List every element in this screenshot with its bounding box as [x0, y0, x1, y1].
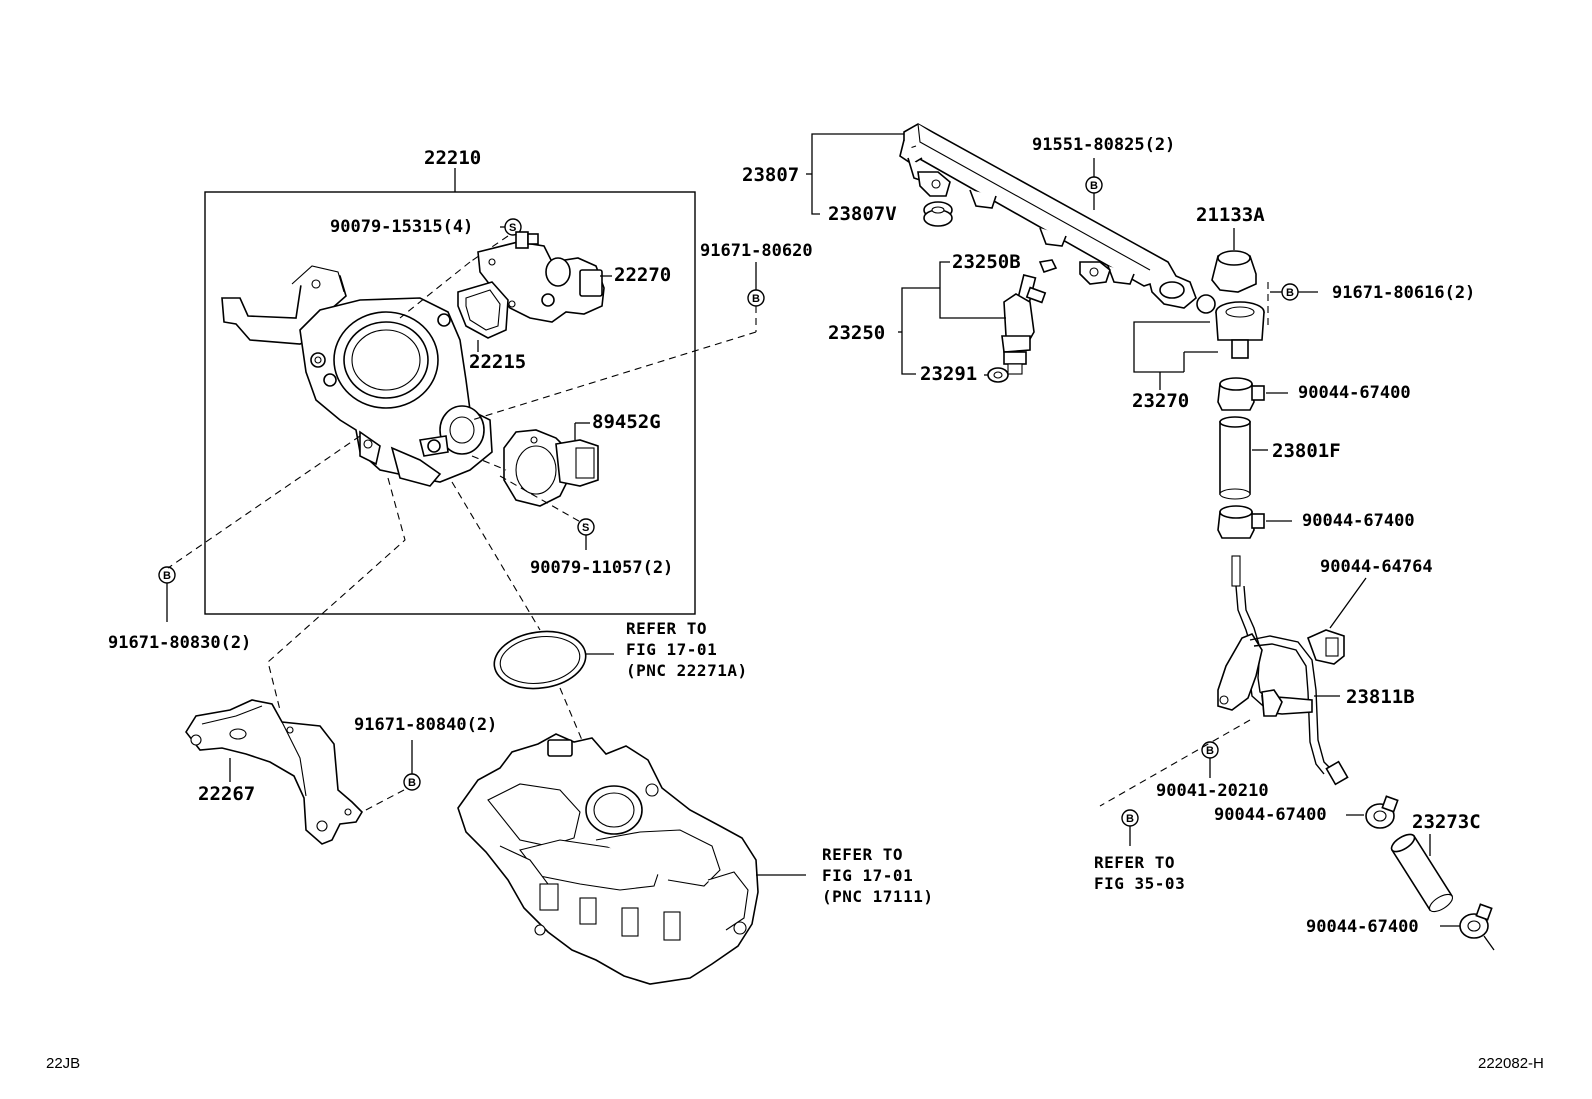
iac-valve-part	[477, 231, 612, 323]
throttle-body-gasket-ring-part	[493, 630, 587, 690]
label-90044-67400-c[interactable]: 90044-67400	[1214, 805, 1327, 825]
fuel-injector-part	[1001, 259, 1058, 375]
label-22215[interactable]: 22215	[469, 351, 526, 373]
label-22267[interactable]: 22267	[198, 783, 255, 805]
throttle-body-group-box	[204, 191, 696, 615]
label-23811B[interactable]: 23811B	[1346, 686, 1415, 708]
ref-manifold-line2[interactable]: FIG 17-01	[822, 866, 913, 885]
label-23291[interactable]: 23291	[920, 363, 977, 385]
diagram-code-right: 222082-H	[1478, 1055, 1544, 1072]
svg-text:S: S	[509, 222, 516, 234]
label-90044-64764[interactable]: 90044-64764	[1320, 557, 1433, 577]
hose-clamp-a-part	[1217, 377, 1265, 411]
svg-text:B: B	[1206, 745, 1214, 757]
insulator-23807V-part	[923, 201, 953, 227]
svg-text:B: B	[1090, 180, 1098, 192]
ref-gasket-line3[interactable]: (PNC 22271A)	[626, 661, 748, 680]
svg-text:B: B	[163, 570, 171, 582]
bracket-22267-part	[185, 699, 364, 845]
label-89452G[interactable]: 89452G	[592, 411, 661, 433]
fuel-delivery-pipe-part	[899, 123, 1197, 309]
label-23801F[interactable]: 23801F	[1272, 440, 1341, 462]
hose-clamp-b-part	[1217, 505, 1265, 539]
bolt-symbol-80840	[403, 773, 421, 791]
label-91671-80830[interactable]: 91671-80830(2)	[108, 633, 251, 653]
label-22210[interactable]: 22210	[424, 147, 481, 169]
screw-symbol-upper	[504, 218, 522, 236]
ref-gasket-line2[interactable]: FIG 17-01	[626, 640, 717, 659]
ref-gasket-line1[interactable]: REFER TO	[626, 619, 707, 638]
fuel-hose-23273C-part	[1390, 833, 1454, 913]
label-91671-80840[interactable]: 91671-80840(2)	[354, 715, 497, 735]
intake-manifold-part	[457, 733, 759, 985]
ref-manifold-line3[interactable]: (PNC 17111)	[822, 887, 933, 906]
label-21133A[interactable]: 21133A	[1196, 204, 1265, 226]
label-23250B[interactable]: 23250B	[952, 251, 1021, 273]
label-90044-67400-d[interactable]: 90044-67400	[1306, 917, 1419, 937]
svg-text:S: S	[582, 522, 589, 534]
pipe-clip-90044-64764-part	[1306, 629, 1345, 665]
ref-fig35-line1[interactable]: REFER TO	[1094, 853, 1175, 872]
label-91671-80620[interactable]: 91671-80620	[700, 241, 813, 261]
hose-clamp-c-part	[1365, 795, 1399, 829]
label-91551-80825[interactable]: 91551-80825(2)	[1032, 135, 1175, 155]
fuel-pipe-23811B-part	[1217, 555, 1349, 786]
label-23270[interactable]: 23270	[1132, 390, 1189, 412]
iac-gasket-part	[457, 281, 509, 339]
pulsation-damper-part	[1196, 294, 1265, 359]
svg-text:B: B	[408, 777, 416, 789]
svg-text:B: B	[1286, 287, 1294, 299]
svg-text:B: B	[752, 293, 760, 305]
label-90041-20210[interactable]: 90041-20210	[1156, 781, 1269, 801]
label-90044-67400-a[interactable]: 90044-67400	[1298, 383, 1411, 403]
label-90079-11057[interactable]: 90079-11057(2)	[530, 558, 673, 578]
label-91671-80616[interactable]: 91671-80616(2)	[1332, 283, 1475, 303]
label-90044-67400-b[interactable]: 90044-67400	[1302, 511, 1415, 531]
label-23273C[interactable]: 23273C	[1412, 811, 1481, 833]
injector-seal-23291-part	[987, 367, 1009, 383]
throttle-body-part	[299, 297, 493, 487]
diagram-code-left: 22JB	[46, 1055, 80, 1072]
label-23807[interactable]: 23807	[742, 164, 799, 186]
fuel-hose-23801F-part	[1219, 416, 1251, 500]
label-23250[interactable]: 23250	[828, 322, 885, 344]
hose-clamp-d-part	[1459, 903, 1495, 951]
cushion-21133A-part	[1211, 250, 1257, 293]
label-23807V[interactable]: 23807V	[828, 203, 897, 225]
throttle-position-sensor-part	[503, 429, 599, 507]
label-90079-15315[interactable]: 90079-15315(4)	[330, 217, 473, 237]
ref-manifold-line1[interactable]: REFER TO	[822, 845, 903, 864]
svg-text:B: B	[1126, 813, 1134, 825]
label-22270[interactable]: 22270	[614, 264, 671, 286]
ref-fig35-line2[interactable]: FIG 35-03	[1094, 874, 1185, 893]
